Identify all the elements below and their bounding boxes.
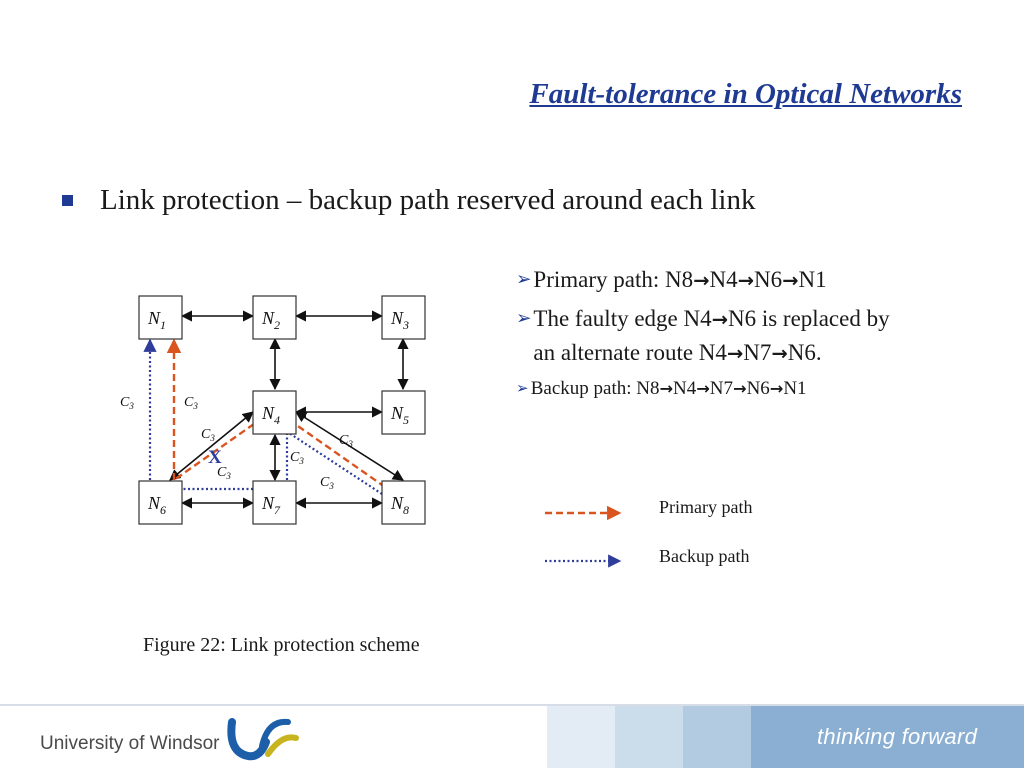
note-faulty-text: The faulty edge N4→N6 is replaced by an … [533,306,890,365]
footer-panel-medium [683,706,751,768]
note-primary-text: Primary path: N8→N4→N6→N1 [533,267,827,292]
edge-labels: C3 C3 C3 C3 C3 C3 C3 [120,395,353,491]
link-n4-n8 [295,411,404,481]
slide-title: Fault-tolerance in Optical Networks [529,78,962,110]
tagline: thinking forward [817,724,978,749]
link-n4-n6 [169,411,254,481]
legend-backup-label: Backup path [659,546,750,566]
note-backup-text: Backup path: N8→N4→N7→N6→N1 [530,378,807,399]
edge-label-n4-n6: C3 [201,427,215,443]
backup-segment-n8-n4 [288,432,383,495]
bullet-text: Link protection – backup path reserved a… [100,184,756,216]
footer-panel-dark [751,706,1024,768]
arrow-icon: → [769,379,784,398]
edge-label-n4-n7: C3 [290,450,304,466]
node-n4: N4 [252,390,297,435]
arrow-icon: → [737,269,754,292]
note-faulty-edge: ➢ The faulty edge N4→N6 is replaced by a… [516,302,996,370]
path-notes: ➢ Primary path: N8→N4→N6→N1 ➢ The faulty… [516,263,996,408]
edge-label-n4-n8: C3 [339,433,353,449]
arrow-icon: → [711,308,728,331]
svg-text:N3: N3 [390,308,409,332]
svg-text:N2: N2 [261,308,280,332]
arrow-icon: → [726,342,744,365]
primary-segment-n8-n4 [294,423,386,488]
edge-label-n1-n6-right: C3 [184,395,198,411]
svg-text:N1: N1 [147,308,166,332]
note-primary-path: ➢ Primary path: N8→N4→N6→N1 [516,263,996,297]
node-n1: N1 [138,295,183,340]
node-n6: N6 [138,480,183,525]
backup-path [143,338,383,495]
arrowhead-bullet-icon: ➢ [516,380,529,397]
node-n7: N7 [252,480,297,525]
svg-text:N4: N4 [261,403,280,427]
svg-text:N7: N7 [261,493,281,517]
node-n3: N3 [381,295,426,340]
edge-label-n1-n6-left: C3 [120,395,134,411]
svg-text:N8: N8 [390,493,409,517]
fault-mark: X [208,447,222,468]
network-nodes: N1 N2 N3 N4 N5 N6 N7 N8 [138,295,426,525]
edge-label-n6-n7: C3 [217,465,231,481]
arrow-icon: → [693,269,710,292]
university-name: University of Windsor [40,733,220,754]
network-diagram: N1 N2 N3 N4 N5 N6 N7 N8 [120,295,622,568]
primary-segment-n4-n6 [173,423,255,481]
arrow-icon: → [696,379,710,398]
footer-divider [0,704,1024,706]
arrow-icon: → [733,379,747,398]
node-n8: N8 [381,480,426,525]
figure-caption: Figure 22: Link protection scheme [143,634,420,656]
note-backup-path: ➢ Backup path: N8→N4→N7→N6→N1 [516,375,996,403]
edge-label-n7-n8: C3 [320,475,334,491]
arrowhead-bullet-icon: ➢ [516,308,532,328]
arrow-icon: → [782,269,799,292]
arrow-icon: → [771,342,788,365]
legend-primary-label: Primary path [659,497,753,517]
footer-panel-light [547,706,615,768]
bullet-item: Link protection – backup path reserved a… [62,184,756,217]
footer-panel-mid [615,706,683,768]
square-bullet-icon [62,195,73,206]
node-n2: N2 [252,295,297,340]
arrow-icon: → [659,379,674,398]
university-logo-icon [227,718,299,761]
node-n5: N5 [381,390,426,435]
primary-path [166,338,386,488]
svg-text:N5: N5 [390,403,409,427]
arrowhead-bullet-icon: ➢ [516,269,532,289]
network-links [169,310,409,509]
svg-text:N6: N6 [147,493,166,517]
legend [545,505,622,568]
